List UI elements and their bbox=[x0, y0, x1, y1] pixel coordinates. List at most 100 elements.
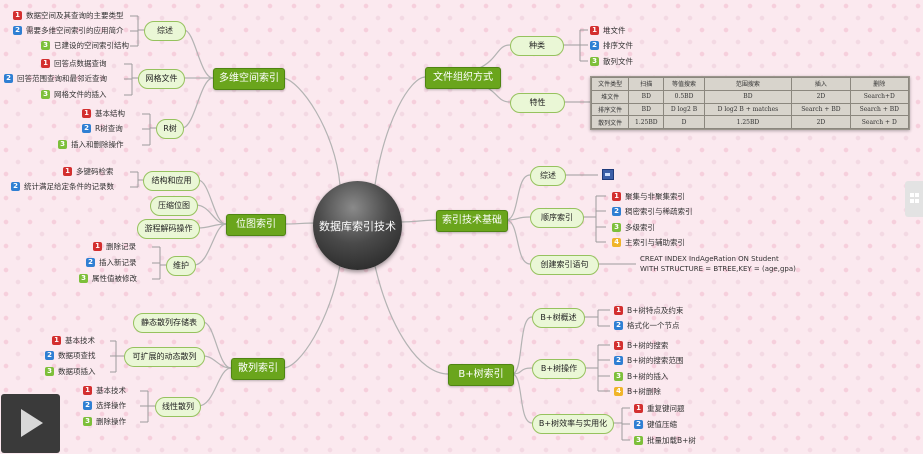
topic-multi-overview[interactable]: 综述 bbox=[144, 21, 186, 41]
branch-multi-dimensional-index[interactable]: 多维空间索引 bbox=[213, 68, 285, 90]
priority-2-icon: 2 bbox=[13, 26, 22, 35]
topic-structure-and-application[interactable]: 结构和应用 bbox=[143, 171, 200, 191]
topic-bplus-operations[interactable]: B+树操作 bbox=[532, 359, 586, 379]
topic-r-tree[interactable]: R树 bbox=[156, 119, 184, 139]
central-topic[interactable]: 数据库索引技术 bbox=[313, 181, 402, 270]
grid-icon bbox=[915, 193, 919, 197]
priority-2-icon: 2 bbox=[45, 351, 54, 360]
table-row: 散列文件 1.25BD D 1.25BD 2D Search + D bbox=[590, 115, 910, 129]
grid-icon bbox=[910, 193, 914, 197]
priority-3-icon: 3 bbox=[614, 372, 623, 381]
topic-static-hash-table[interactable]: 静态散列存储表 bbox=[133, 313, 205, 333]
play-icon bbox=[21, 409, 43, 437]
topic-grid-file[interactable]: 网格文件 bbox=[138, 69, 185, 89]
priority-2-icon: 2 bbox=[4, 74, 13, 83]
priority-1-icon: 1 bbox=[41, 59, 50, 68]
priority-3-icon: 3 bbox=[83, 417, 92, 426]
topic-maintenance[interactable]: 维护 bbox=[166, 256, 196, 276]
topic-linear-hash[interactable]: 线性散列 bbox=[155, 397, 201, 417]
topic-ordered-index[interactable]: 顺序索引 bbox=[530, 208, 584, 228]
priority-1-icon: 1 bbox=[614, 341, 623, 350]
branch-index-basics[interactable]: 索引技术基础 bbox=[436, 210, 508, 232]
create-index-code: CREAT INDEX IndAgeRation ON Student WITH… bbox=[640, 255, 796, 273]
grid-icon bbox=[915, 199, 919, 203]
priority-3-icon: 3 bbox=[45, 367, 54, 376]
topic-basics-overview[interactable]: 综述 bbox=[530, 166, 566, 186]
topic-create-index-statement[interactable]: 创建索引语句 bbox=[530, 255, 599, 275]
topic-run-length-decoding[interactable]: 游程解码操作 bbox=[137, 219, 200, 239]
priority-4-icon: 4 bbox=[612, 238, 621, 247]
priority-2-icon: 2 bbox=[11, 182, 20, 191]
priority-3-icon: 3 bbox=[79, 274, 88, 283]
priority-2-icon: 2 bbox=[634, 420, 643, 429]
priority-3-icon: 3 bbox=[41, 41, 50, 50]
branch-bplus-tree-index[interactable]: B+树索引 bbox=[448, 364, 514, 386]
priority-1-icon: 1 bbox=[590, 26, 599, 35]
priority-2-icon: 2 bbox=[86, 258, 95, 267]
topic-bplus-overview[interactable]: B+树概述 bbox=[532, 308, 585, 328]
priority-1-icon: 1 bbox=[93, 242, 102, 251]
priority-2-icon: 2 bbox=[614, 321, 623, 330]
priority-1-icon: 1 bbox=[82, 109, 91, 118]
priority-4-icon: 4 bbox=[614, 387, 623, 396]
table-row: 排序文件 BD D log2 B D log2 B + matches Sear… bbox=[590, 102, 910, 117]
picture-icon[interactable] bbox=[602, 169, 614, 180]
topic-file-features[interactable]: 特性 bbox=[510, 93, 565, 113]
side-grid-button[interactable] bbox=[905, 181, 923, 217]
priority-2-icon: 2 bbox=[614, 356, 623, 365]
priority-2-icon: 2 bbox=[590, 41, 599, 50]
file-cost-table-image: 文件类型 扫描 等值搜索 范围搜索 插入 删除 堆文件 BD 0.5BD BD … bbox=[590, 76, 910, 130]
branch-file-organization[interactable]: 文件组织方式 bbox=[425, 67, 501, 89]
priority-3-icon: 3 bbox=[58, 140, 67, 149]
play-button[interactable] bbox=[1, 394, 60, 453]
table-header-row: 文件类型 扫描 等值搜索 范围搜索 插入 删除 bbox=[590, 77, 910, 91]
branch-hash-index[interactable]: 散列索引 bbox=[231, 358, 285, 380]
table-row: 堆文件 BD 0.5BD BD 2D Search+D bbox=[590, 89, 910, 104]
grid-icon bbox=[910, 199, 914, 203]
topic-extensible-dynamic-hash[interactable]: 可扩展的动态散列 bbox=[124, 347, 205, 367]
topic-bplus-efficiency[interactable]: B+树效率与实用化 bbox=[532, 414, 614, 434]
topic-file-kinds[interactable]: 种类 bbox=[510, 36, 564, 56]
priority-1-icon: 1 bbox=[614, 306, 623, 315]
priority-2-icon: 2 bbox=[83, 401, 92, 410]
priority-1-icon: 1 bbox=[63, 167, 72, 176]
priority-1-icon: 1 bbox=[634, 404, 643, 413]
priority-3-icon: 3 bbox=[612, 223, 621, 232]
priority-2-icon: 2 bbox=[82, 124, 91, 133]
priority-1-icon: 1 bbox=[83, 386, 92, 395]
topic-compressed-bitmap[interactable]: 压缩位图 bbox=[150, 196, 198, 216]
branch-bitmap-index[interactable]: 位图索引 bbox=[226, 214, 286, 236]
priority-3-icon: 3 bbox=[41, 90, 50, 99]
